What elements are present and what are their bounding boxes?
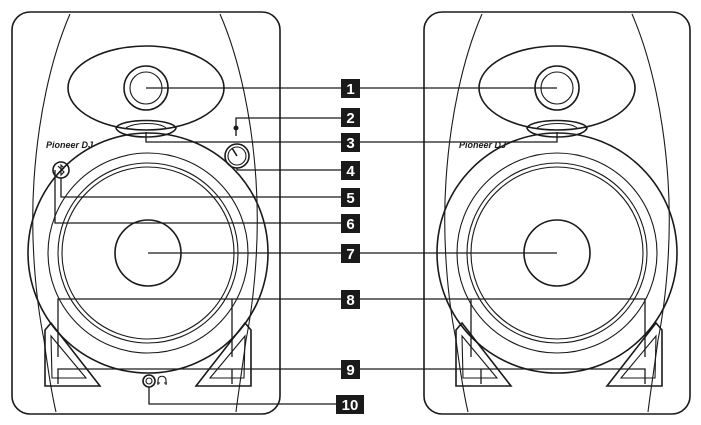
leader-3-right (360, 132, 558, 143)
left-brand-label: Pioneer DJ (46, 140, 94, 150)
right-foot-left (455, 321, 513, 387)
leader-10 (148, 387, 341, 405)
right-cabinet (423, 11, 691, 415)
callout-3-number: 3 (346, 135, 354, 152)
leader-9-left (57, 368, 341, 384)
left-foot-left (44, 321, 102, 387)
leader-6 (54, 170, 341, 224)
callout-5-number: 5 (346, 190, 354, 207)
volume-knob-indicator (231, 147, 238, 157)
leader-4 (236, 168, 341, 171)
callout-2-number: 2 (346, 110, 354, 127)
callout-1-number: 1 (346, 81, 354, 98)
right-foot-left-inner (461, 334, 499, 379)
callout-10-number: 10 (342, 397, 359, 414)
callout-5: 5 (341, 188, 360, 207)
callout-7-number: 7 (346, 246, 354, 263)
right-foot-right (605, 321, 663, 387)
callout-2: 2 (341, 108, 360, 127)
callout-3: 3 (341, 133, 360, 152)
left-baffle-contour-right (219, 13, 258, 413)
callout-9-number: 9 (346, 362, 354, 379)
left-baffle-contour (32, 13, 71, 413)
left-speaker: Pioneer DJ (11, 11, 281, 415)
leader-9-right (360, 368, 646, 384)
callout-8-number: 8 (346, 292, 354, 309)
callout-8: 8 (341, 290, 360, 309)
leader-lines (54, 87, 646, 405)
left-port (115, 119, 177, 138)
headphone-jack[interactable] (142, 374, 156, 388)
volume-knob-inner (227, 146, 247, 166)
leader-5 (60, 178, 341, 198)
left-port-inner (125, 122, 167, 129)
callout-1: 1 (341, 79, 360, 98)
headphone-jack-inner (145, 377, 153, 385)
right-foot-right-inner (619, 334, 657, 379)
leader-8-right (360, 298, 646, 357)
callout-6-number: 6 (346, 216, 354, 233)
callout-6: 6 (341, 214, 360, 233)
callout-7: 7 (341, 244, 360, 263)
leader-2 (235, 117, 341, 136)
callout-4-number: 4 (346, 163, 355, 180)
callout-4: 4 (341, 161, 360, 180)
right-port-inner (536, 122, 578, 129)
right-brand-label: Pioneer DJ (459, 140, 507, 150)
leader-8-left (57, 298, 341, 357)
headphone-icon (157, 375, 167, 385)
right-port (526, 119, 588, 138)
left-cabinet (11, 11, 281, 415)
right-speaker: Pioneer DJ (423, 11, 691, 415)
right-baffle-contour (444, 13, 483, 413)
left-foot-left-inner (50, 334, 88, 379)
leader-3-left (145, 132, 341, 143)
callout-10: 10 (336, 395, 364, 414)
callout-9: 9 (341, 360, 360, 379)
left-foot-right-inner (208, 334, 246, 379)
left-foot-right (194, 321, 252, 387)
right-baffle-contour-right (631, 13, 670, 413)
